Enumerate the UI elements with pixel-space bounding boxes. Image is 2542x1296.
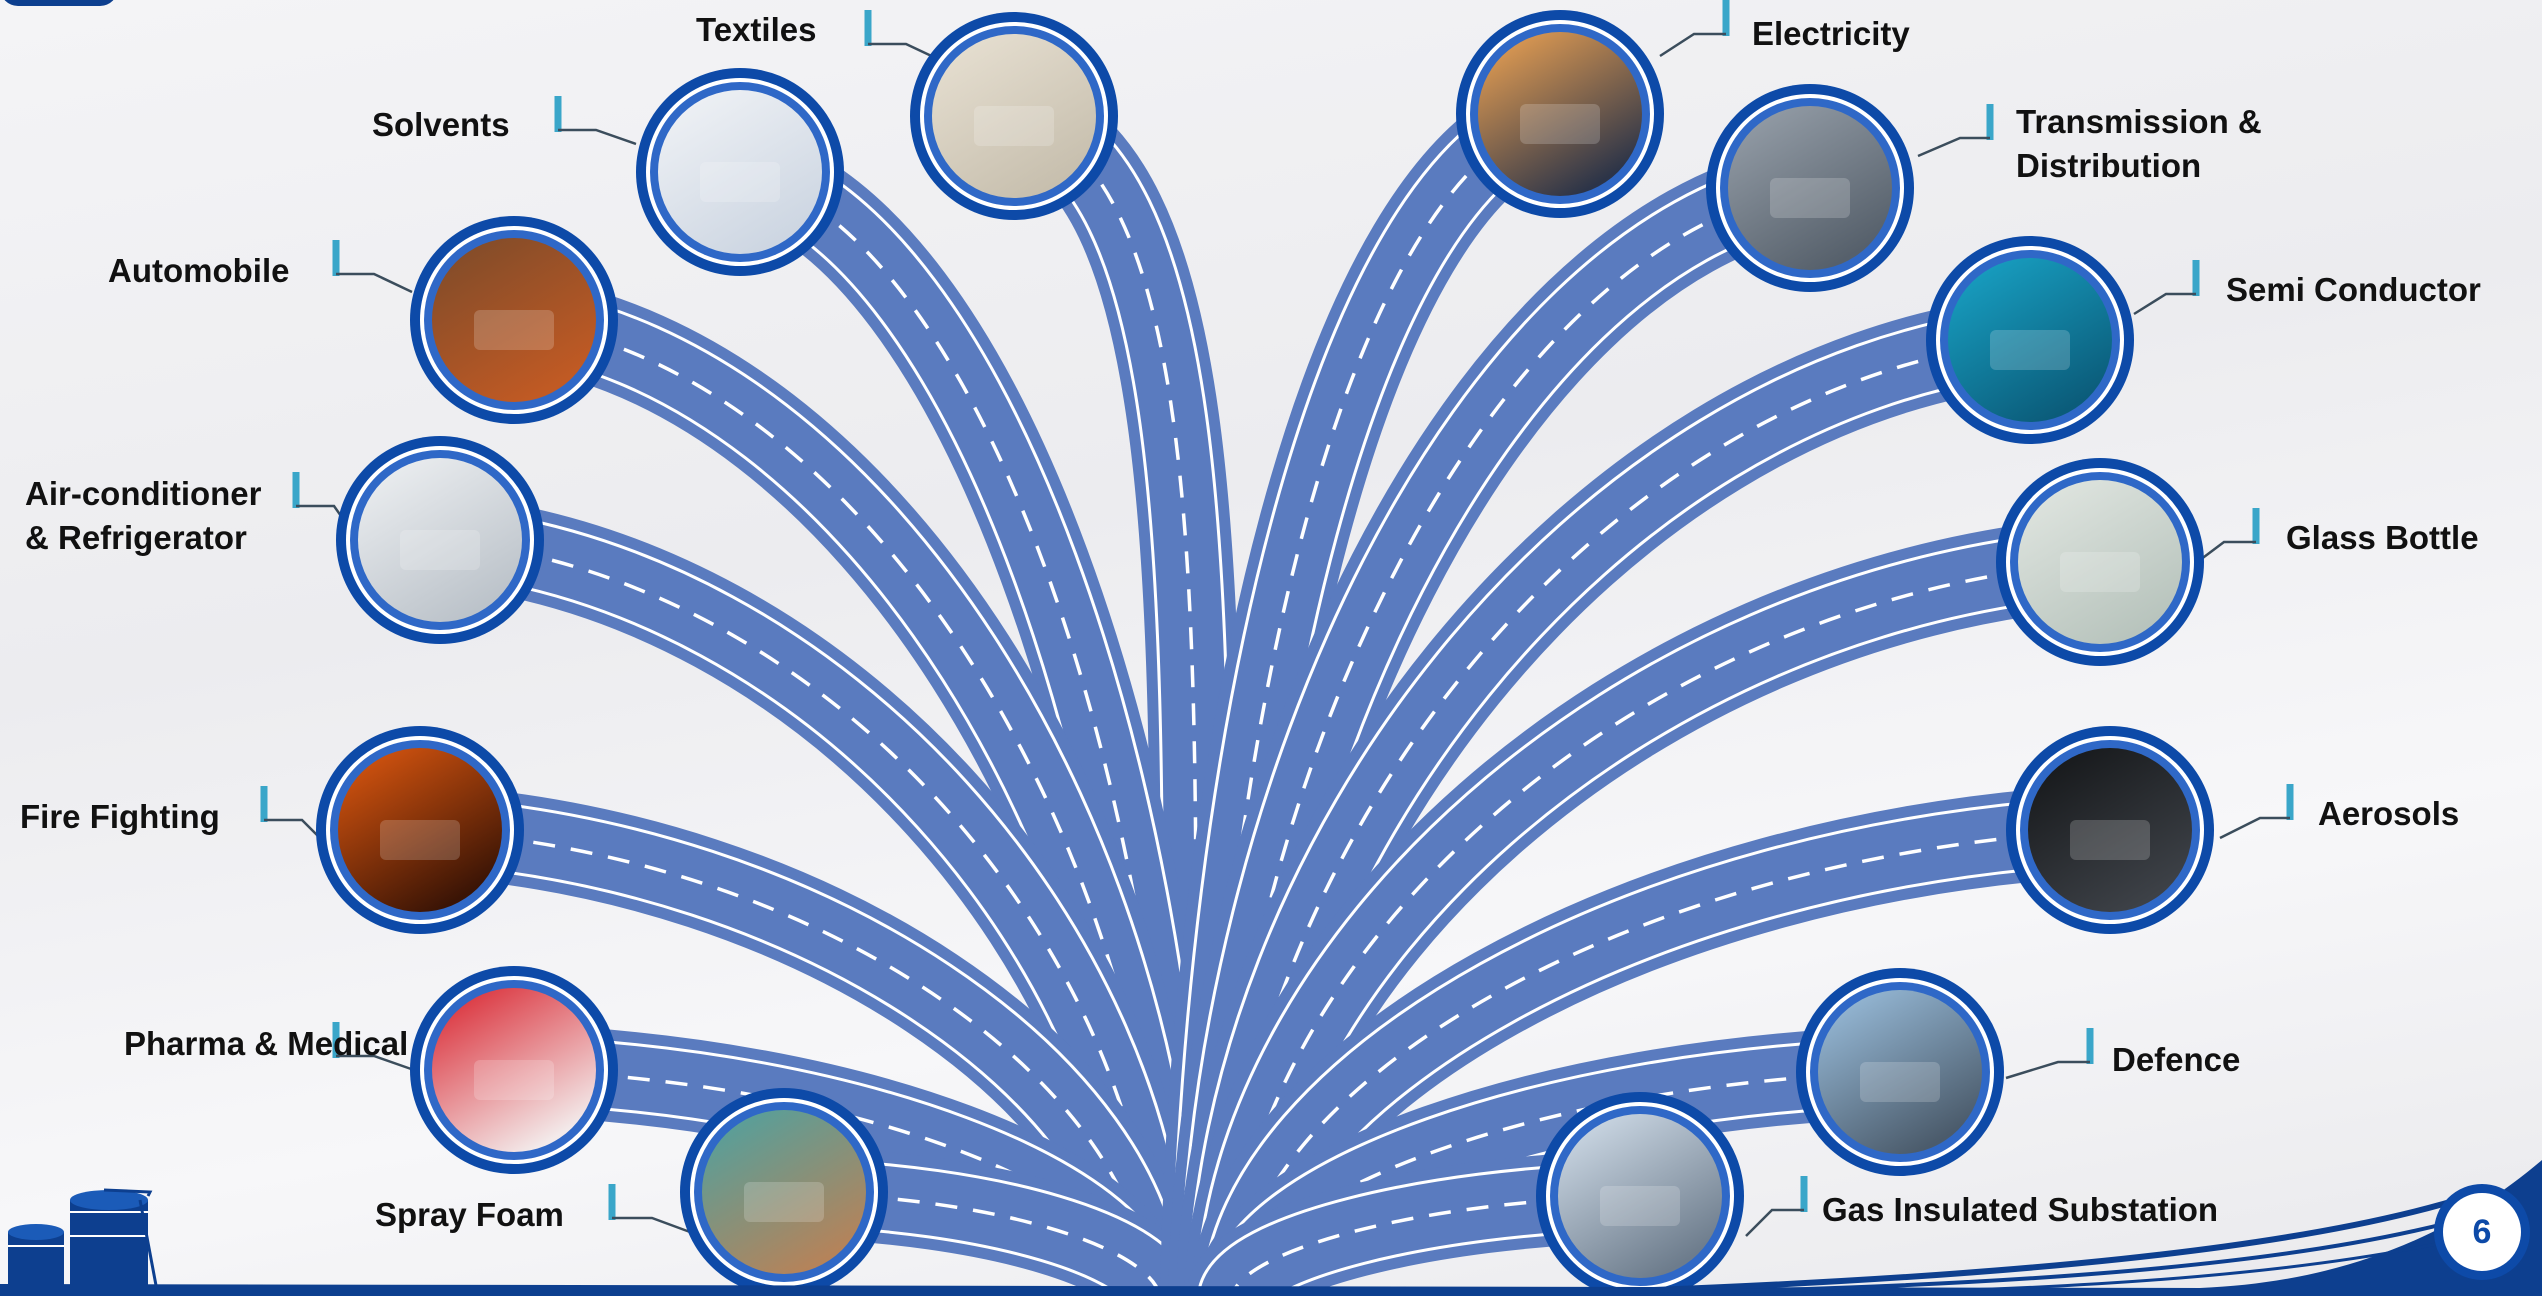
connector-line-gis bbox=[1745, 1208, 1804, 1237]
connector-line-fire-fighting bbox=[264, 818, 319, 837]
pills-icon bbox=[432, 988, 596, 1152]
footer-swoosh-2 bbox=[1699, 1212, 2481, 1294]
node-spray-foam bbox=[680, 1088, 888, 1296]
label-aerosols: Aerosols bbox=[2318, 795, 2460, 832]
footer-swoosh-3 bbox=[1799, 1230, 2491, 1296]
label-textiles: Textiles bbox=[696, 11, 817, 48]
node-fire-fighting bbox=[316, 726, 524, 934]
aerosol-can-icon bbox=[2028, 748, 2192, 912]
footer-swoosh-1 bbox=[1599, 1193, 2471, 1295]
road-branches bbox=[417, 69, 2113, 1296]
label-semiconductor: Semi Conductor bbox=[2226, 271, 2481, 308]
connector-line-aerosols bbox=[2219, 816, 2290, 840]
node-electricity bbox=[1456, 10, 1664, 218]
label-electricity: Electricity bbox=[1752, 15, 1910, 52]
car-factory-icon bbox=[432, 238, 596, 402]
delivery-van-icon bbox=[1728, 106, 1892, 270]
label-automobile: Automobile bbox=[108, 252, 290, 289]
node-glass-bottle bbox=[1996, 458, 2204, 666]
connector-line-pharma bbox=[336, 1054, 415, 1072]
node-defence bbox=[1796, 968, 2004, 1176]
label-defence: Defence bbox=[2112, 1041, 2241, 1078]
label-transmission: Transmission & Distribution bbox=[2016, 103, 2262, 184]
connector-line-spray-foam bbox=[612, 1216, 691, 1234]
footer-band bbox=[0, 1160, 2542, 1296]
node-textiles bbox=[910, 12, 1118, 220]
connector-line-semiconductor bbox=[2133, 292, 2196, 316]
connector-line-transmission bbox=[1917, 136, 1990, 158]
glass-bottles-icon bbox=[2018, 480, 2182, 644]
connector-line-solvents bbox=[558, 128, 637, 146]
storage-tanks-icon bbox=[8, 1188, 160, 1296]
connector-line-glass-bottle bbox=[2199, 540, 2256, 561]
label-fire-fighting: Fire Fighting bbox=[20, 798, 220, 835]
node-semiconductor bbox=[1926, 236, 2134, 444]
node-transmission bbox=[1706, 84, 1914, 292]
label-gis: Gas Insulated Substation bbox=[1822, 1191, 2219, 1228]
label-air-conditioner: Air-conditioner & Refrigerator bbox=[25, 475, 262, 556]
connector-line-automobile bbox=[336, 272, 413, 294]
power-pylons-icon bbox=[1478, 32, 1642, 196]
circuit-board-icon bbox=[1948, 258, 2112, 422]
node-gis bbox=[1536, 1092, 1744, 1296]
connector-line-electricity bbox=[1659, 32, 1726, 58]
top-tab-decoration bbox=[0, 0, 118, 6]
label-solvents: Solvents bbox=[372, 106, 510, 143]
page-number-badge: 6 bbox=[2434, 1184, 2530, 1280]
label-glass-bottle: Glass Bottle bbox=[2286, 519, 2479, 556]
ac-units-icon bbox=[358, 458, 522, 622]
connector-line-defence bbox=[2005, 1060, 2090, 1080]
substation-icon bbox=[1558, 1114, 1722, 1278]
node-aerosols bbox=[2006, 726, 2214, 934]
node-pharma bbox=[410, 966, 618, 1174]
spray-foam-worker-icon bbox=[702, 1110, 866, 1274]
label-connectors bbox=[260, 0, 2294, 1237]
node-automobile bbox=[410, 216, 618, 424]
photo-nodes bbox=[316, 10, 2214, 1296]
label-pharma: Pharma & Medical bbox=[124, 1025, 409, 1062]
lab-flask-icon bbox=[658, 90, 822, 254]
connector-line-textiles bbox=[868, 42, 941, 62]
textiles-warehouse-icon bbox=[932, 34, 1096, 198]
label-spray-foam: Spray Foam bbox=[375, 1196, 564, 1233]
node-solvents bbox=[636, 68, 844, 276]
node-air-conditioner bbox=[336, 436, 544, 644]
warship-icon bbox=[1818, 990, 1982, 1154]
firefighter-icon bbox=[338, 748, 502, 912]
